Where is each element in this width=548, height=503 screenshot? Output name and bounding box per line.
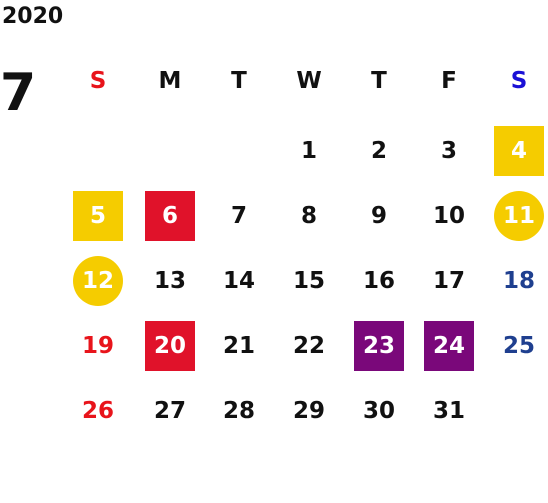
day-cell[interactable]: 18 — [489, 251, 548, 311]
day-number: 8 — [300, 203, 317, 229]
day-number: 23 — [362, 333, 395, 359]
weekday-header: W — [296, 68, 322, 94]
day-cell[interactable]: 16 — [349, 251, 409, 311]
day-cell[interactable]: 30 — [349, 381, 409, 441]
day-number: 17 — [432, 268, 465, 294]
day-number: 9 — [370, 203, 387, 229]
day-number: 7 — [230, 203, 247, 229]
day-cell[interactable]: 5 — [68, 186, 128, 246]
weekday-header: M — [158, 68, 182, 94]
weekday-header: T — [371, 68, 387, 94]
day-cell[interactable]: 23 — [349, 316, 409, 376]
day-cell[interactable]: 12 — [68, 251, 128, 311]
day-number: 25 — [502, 333, 535, 359]
day-cell[interactable]: 9 — [349, 186, 409, 246]
highlight-square-marker — [424, 321, 474, 371]
weekday-header: S — [89, 68, 107, 94]
weekday-header: F — [441, 68, 457, 94]
day-cell[interactable]: 4 — [489, 121, 548, 181]
day-cell[interactable]: 19 — [68, 316, 128, 376]
holiday-circle-marker — [73, 256, 123, 306]
day-number: 20 — [153, 333, 186, 359]
highlight-square-marker — [145, 321, 195, 371]
day-cell[interactable]: 15 — [279, 251, 339, 311]
day-cell[interactable]: 10 — [419, 186, 479, 246]
day-cell[interactable]: 29 — [279, 381, 339, 441]
weekday-header: S — [510, 68, 528, 94]
day-number: 12 — [81, 268, 114, 294]
day-number: 3 — [440, 138, 457, 164]
day-cell[interactable]: 2 — [349, 121, 409, 181]
highlight-square-marker — [145, 191, 195, 241]
day-cell[interactable]: 25 — [489, 316, 548, 376]
day-number: 27 — [153, 398, 186, 424]
day-number: 29 — [292, 398, 325, 424]
day-cell[interactable]: 26 — [68, 381, 128, 441]
day-cell[interactable]: 3 — [419, 121, 479, 181]
day-number: 26 — [81, 398, 114, 424]
day-cell[interactable]: 21 — [209, 316, 269, 376]
day-number: 28 — [222, 398, 255, 424]
day-number: 5 — [89, 203, 106, 229]
day-cell[interactable]: 31 — [419, 381, 479, 441]
day-number: 31 — [432, 398, 465, 424]
day-number: 21 — [222, 333, 255, 359]
day-cell[interactable]: 24 — [419, 316, 479, 376]
weekday-header: T — [231, 68, 247, 94]
highlight-square-marker — [494, 126, 544, 176]
day-cell[interactable]: 8 — [279, 186, 339, 246]
day-cell[interactable]: 6 — [140, 186, 200, 246]
day-number: 14 — [222, 268, 255, 294]
day-number: 4 — [510, 138, 527, 164]
day-number: 24 — [432, 333, 465, 359]
highlight-square-marker — [73, 191, 123, 241]
day-number: 30 — [362, 398, 395, 424]
day-number: 10 — [432, 203, 465, 229]
day-number: 18 — [502, 268, 535, 294]
day-number: 15 — [292, 268, 325, 294]
day-cell[interactable]: 27 — [140, 381, 200, 441]
day-number: 1 — [300, 138, 317, 164]
day-cell[interactable]: 20 — [140, 316, 200, 376]
day-number: 2 — [370, 138, 387, 164]
day-number: 19 — [81, 333, 114, 359]
day-number: 6 — [161, 203, 178, 229]
day-cell[interactable]: 28 — [209, 381, 269, 441]
day-cell[interactable]: 14 — [209, 251, 269, 311]
day-number: 11 — [502, 203, 535, 229]
day-cell[interactable]: 13 — [140, 251, 200, 311]
month-label: 7 — [0, 63, 37, 123]
highlight-square-marker — [354, 321, 404, 371]
holiday-circle-marker — [494, 191, 544, 241]
day-cell[interactable]: 22 — [279, 316, 339, 376]
day-cell[interactable]: 17 — [419, 251, 479, 311]
day-number: 16 — [362, 268, 395, 294]
day-cell[interactable]: 7 — [209, 186, 269, 246]
day-cell[interactable]: 1 — [279, 121, 339, 181]
day-number: 13 — [153, 268, 186, 294]
year-label: 2020 — [2, 4, 64, 29]
day-number: 22 — [292, 333, 325, 359]
day-cell[interactable]: 11 — [489, 186, 548, 246]
